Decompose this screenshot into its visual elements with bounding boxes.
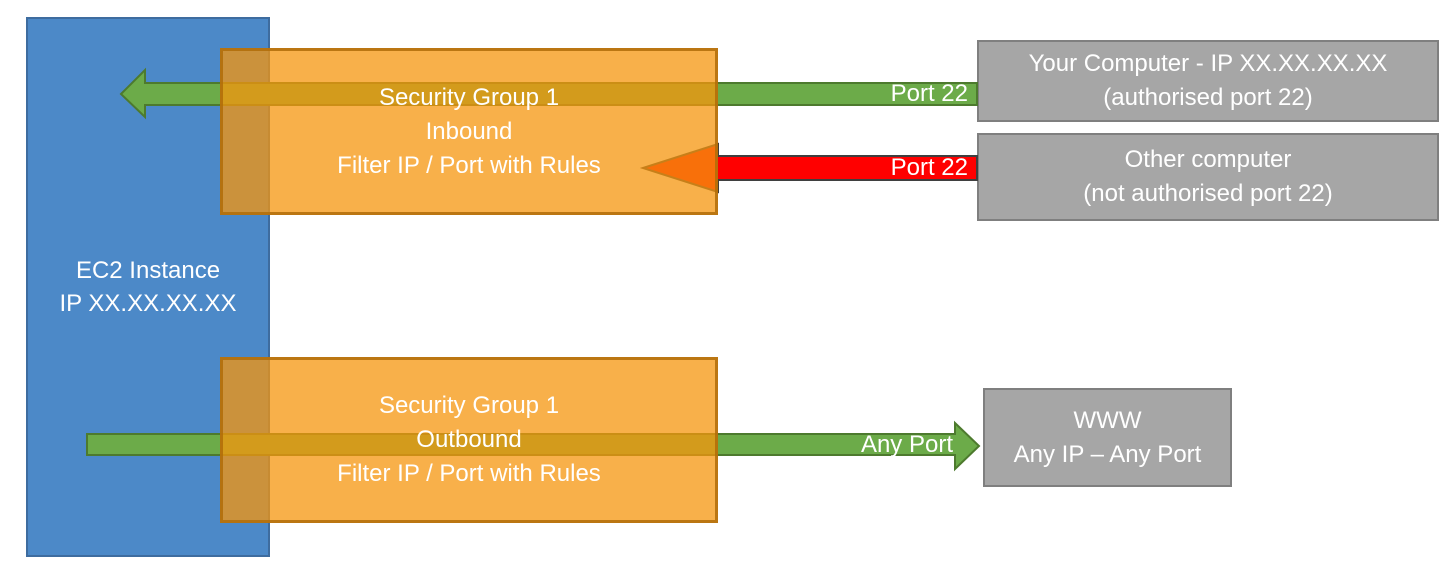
inbound-blocked-arrow [639,142,978,194]
security-group-inbound-description: Filter IP / Port with Rules [337,151,601,179]
security-group-inbound-title: Security Group 1 [378,83,560,111]
security-group-outbound-direction: Outbound [416,426,522,453]
your-computer-title: Your Computer - IP XX.XX.XX.XX [1028,50,1388,77]
security-group-inbound-direction: Inbound [425,117,513,145]
other-computer-box: Other computer (not authorised port 22) [977,133,1439,221]
your-computer-subtitle: (authorised port 22) [1103,84,1313,111]
ec2-instance-title: EC2 Instance [75,257,221,284]
left-arrow-shape [639,142,978,194]
outbound-port-label: Any Port [860,431,953,458]
your-computer-box: Your Computer - IP XX.XX.XX.XX (authoris… [977,40,1439,122]
security-group-outbound-box: Security Group 1 Outbound Filter IP / Po… [220,357,718,523]
security-group-outbound-title: Security Group 1 [378,392,560,419]
www-title: WWW [1073,406,1142,434]
other-computer-title: Other computer [1124,146,1292,173]
www-box: WWW Any IP – Any Port [983,388,1232,487]
security-group-outbound-description: Filter IP / Port with Rules [337,460,601,487]
inbound-allowed-port-label: Port 22 [890,80,968,107]
inbound-blocked-port-label: Port 22 [890,154,968,181]
other-computer-subtitle: (not authorised port 22) [1083,180,1333,207]
security-group-inbound-box: Security Group 1 Inbound Filter IP / Por… [220,48,718,215]
ec2-instance-ip: IP XX.XX.XX.XX [59,290,237,317]
www-subtitle: Any IP – Any Port [1013,440,1202,468]
